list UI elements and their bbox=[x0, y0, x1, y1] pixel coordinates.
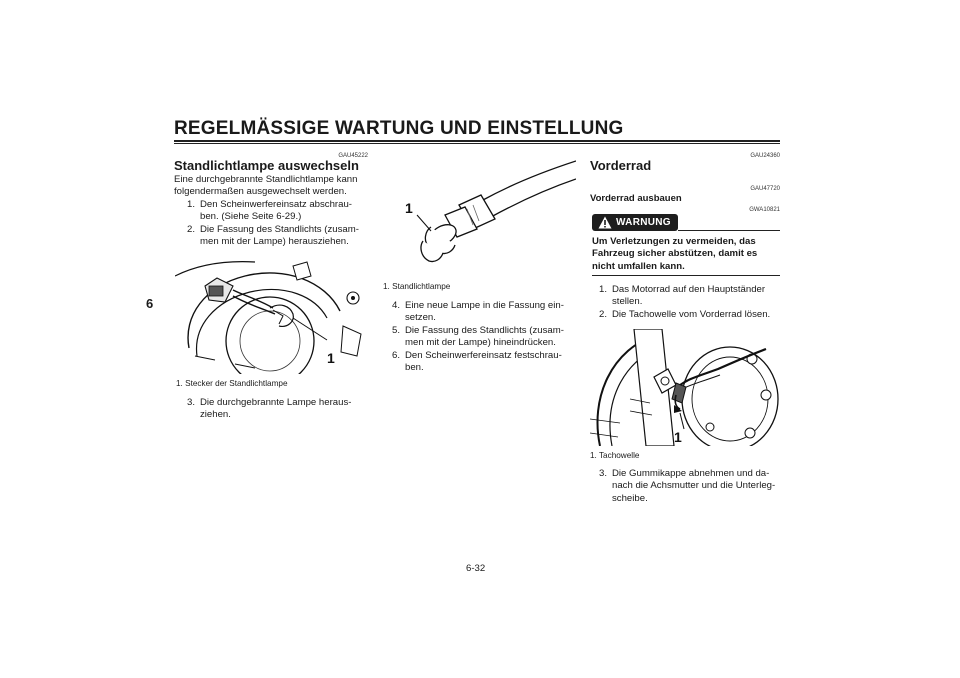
bulb-socket-illustration: 1 bbox=[383, 155, 576, 273]
section-heading: Vorderrad bbox=[590, 158, 652, 173]
step-number: 3. bbox=[599, 468, 608, 479]
step-text: Die Fassung des Standlichts (zusam-men m… bbox=[200, 224, 359, 248]
warning-text: Um Verletzungen zu vermeiden, das Fahrze… bbox=[592, 236, 757, 273]
step-text: Den Scheinwerfereinsatz festschrau-ben. bbox=[405, 350, 562, 374]
intro-text: Eine durchgebrannte Standlichtlampe kann… bbox=[174, 174, 357, 199]
header-rule bbox=[174, 140, 780, 142]
intro-line: Eine durchgebrannte Standlichtlampe kann bbox=[174, 174, 358, 185]
step-number: 5. bbox=[392, 325, 401, 336]
figure-callout: 1 bbox=[674, 429, 682, 445]
figure-callout: 1 bbox=[405, 200, 413, 216]
step-number: 2. bbox=[187, 224, 196, 235]
step-number: 2. bbox=[599, 309, 608, 320]
step-number: 1. bbox=[599, 284, 608, 295]
subsection-code: GAU47720 bbox=[750, 186, 780, 192]
step-number: 1. bbox=[187, 199, 196, 210]
intro-line: folgendermaßen ausgewechselt werden. bbox=[174, 186, 347, 198]
figure-caption: 1. Standlichtlampe bbox=[383, 282, 451, 291]
figure-caption: 1. Stecker der Standlichtlampe bbox=[176, 379, 288, 388]
header-rule-thin bbox=[174, 143, 780, 144]
figure-callout: 1 bbox=[327, 350, 335, 366]
page-number: 6-32 bbox=[466, 563, 486, 574]
section-heading: Standlichtlampe auswechseln bbox=[174, 158, 359, 173]
section-code: GAU24360 bbox=[750, 153, 780, 159]
warning-icon bbox=[598, 216, 612, 229]
warning-label: WARNUNG bbox=[616, 217, 671, 228]
step-number: 4. bbox=[392, 300, 401, 311]
chapter-tab: 6 bbox=[146, 296, 154, 311]
step-text: Die Fassung des Standlichts (zusam-men m… bbox=[405, 325, 564, 349]
step-text: Die Tachowelle vom Vorderrad lösen. bbox=[612, 309, 771, 320]
step-text: Eine neue Lampe in die Fassung ein-setze… bbox=[405, 300, 564, 324]
step-text: Den Scheinwerfereinsatz abschrau-ben. (S… bbox=[200, 199, 352, 223]
step-text: Die durchgebrannte Lampe heraus-ziehen. bbox=[200, 397, 352, 421]
section-code: GAU45222 bbox=[338, 153, 368, 159]
step-number: 3. bbox=[187, 397, 196, 408]
step-number: 6. bbox=[392, 350, 401, 361]
warning-code: GWA10821 bbox=[749, 207, 780, 213]
warning-rule bbox=[678, 230, 780, 231]
front-wheel-illustration: 1 bbox=[590, 329, 780, 446]
warning-badge: WARNUNG bbox=[592, 214, 678, 231]
warning-line: nicht umfallen kann. bbox=[592, 260, 685, 272]
subsection-heading: Vorderrad ausbauen bbox=[590, 193, 682, 204]
headlight-connector-illustration: 1 bbox=[175, 256, 368, 374]
step-text: Die Gummikappe abnehmen und da-nach die … bbox=[612, 468, 776, 504]
warning-line: Um Verletzungen zu vermeiden, das bbox=[592, 236, 756, 247]
warning-line: Fahrzeug sicher abstützen, damit es bbox=[592, 248, 758, 260]
figure-caption: 1. Tachowelle bbox=[590, 451, 640, 460]
warning-rule-bottom bbox=[592, 275, 780, 276]
page-title: REGELMÄSSIGE WARTUNG UND EINSTELLUNG bbox=[174, 118, 624, 139]
